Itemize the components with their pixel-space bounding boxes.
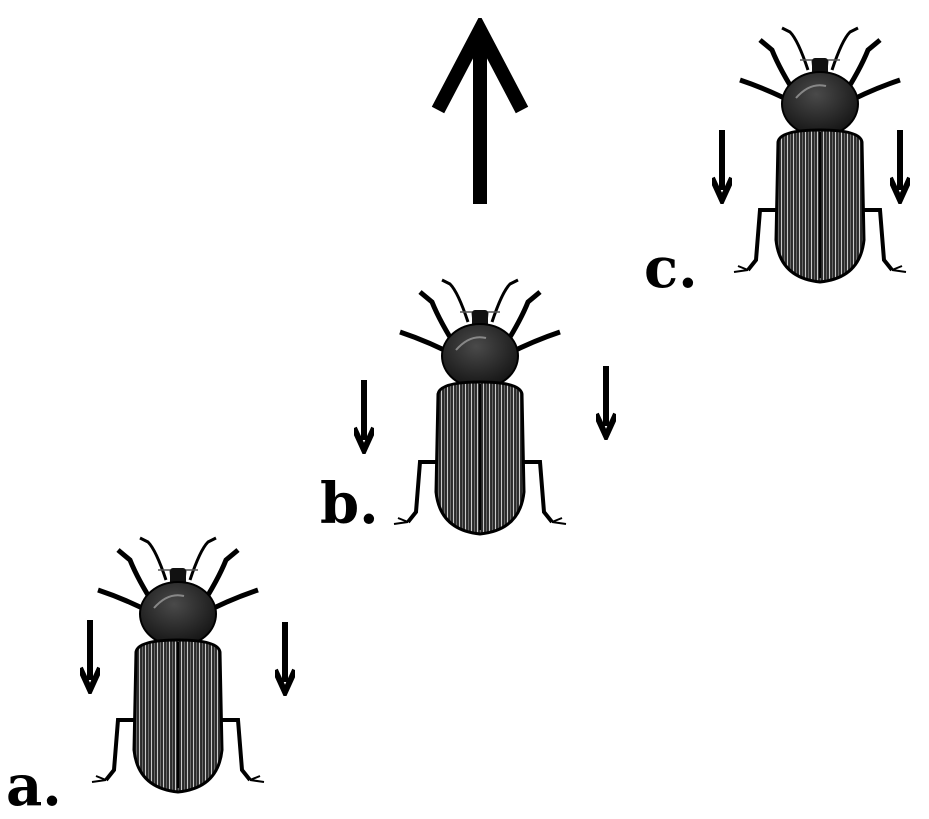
down-arrow-icon — [275, 622, 295, 696]
stage-label-b: b. — [320, 476, 379, 532]
down-arrow-icon — [596, 366, 616, 440]
down-arrow-icon — [80, 620, 100, 694]
stage-label-a: a. — [6, 758, 62, 814]
down-arrow-icon — [712, 130, 732, 204]
up-arrow-icon — [430, 18, 530, 208]
down-arrow-icon — [354, 380, 374, 454]
beetle-icon — [380, 262, 580, 552]
stage-label-c: c. — [644, 240, 698, 296]
beetle-icon — [78, 520, 278, 810]
down-arrow-icon — [890, 130, 910, 204]
